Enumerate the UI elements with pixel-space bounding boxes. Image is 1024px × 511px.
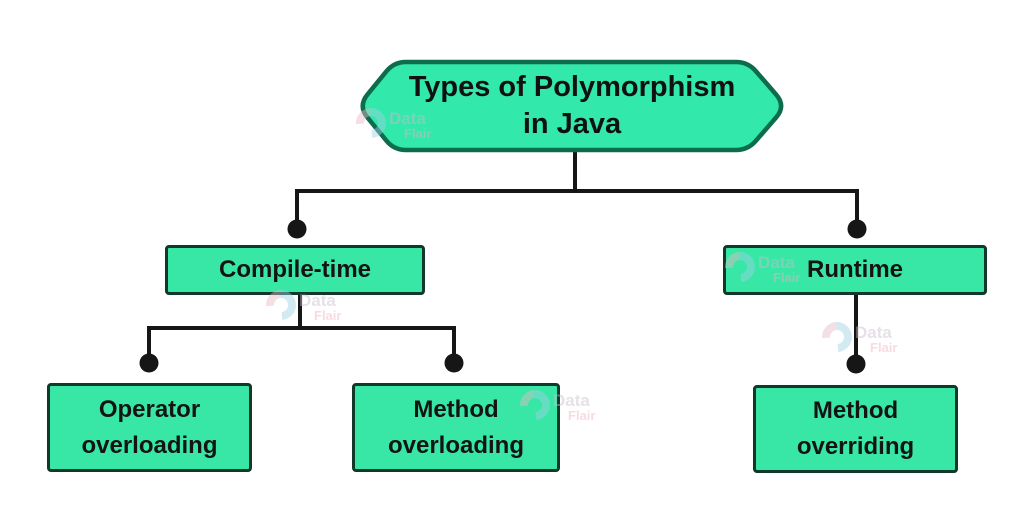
- node-label-line: Types of Polymorphism: [408, 71, 736, 103]
- node-label-line: Runtime: [807, 256, 903, 283]
- root-node-label: Types of Polymorphism in Java: [357, 60, 787, 152]
- node-label-line: in Java: [522, 108, 622, 140]
- node-label-line: Method: [413, 395, 499, 423]
- node-label-line: Compile-time: [218, 256, 371, 283]
- node-runtime: Runtime: [723, 245, 987, 295]
- node-label-line: overloading: [81, 431, 218, 459]
- node-method-overriding: Method overriding: [753, 385, 958, 473]
- node-method-overloading: Method overloading: [352, 383, 560, 472]
- node-label-line: Operator: [98, 395, 201, 423]
- root-node-shape: [360, 59, 784, 153]
- node-label-line: overriding: [796, 433, 915, 460]
- junction-dots: [139, 219, 867, 374]
- node-compile-time: Compile-time: [165, 245, 425, 295]
- node-operator-overloading: Operator overloading: [47, 383, 252, 472]
- node-label-line: overloading: [387, 431, 525, 459]
- node-label-line: Method: [812, 397, 899, 424]
